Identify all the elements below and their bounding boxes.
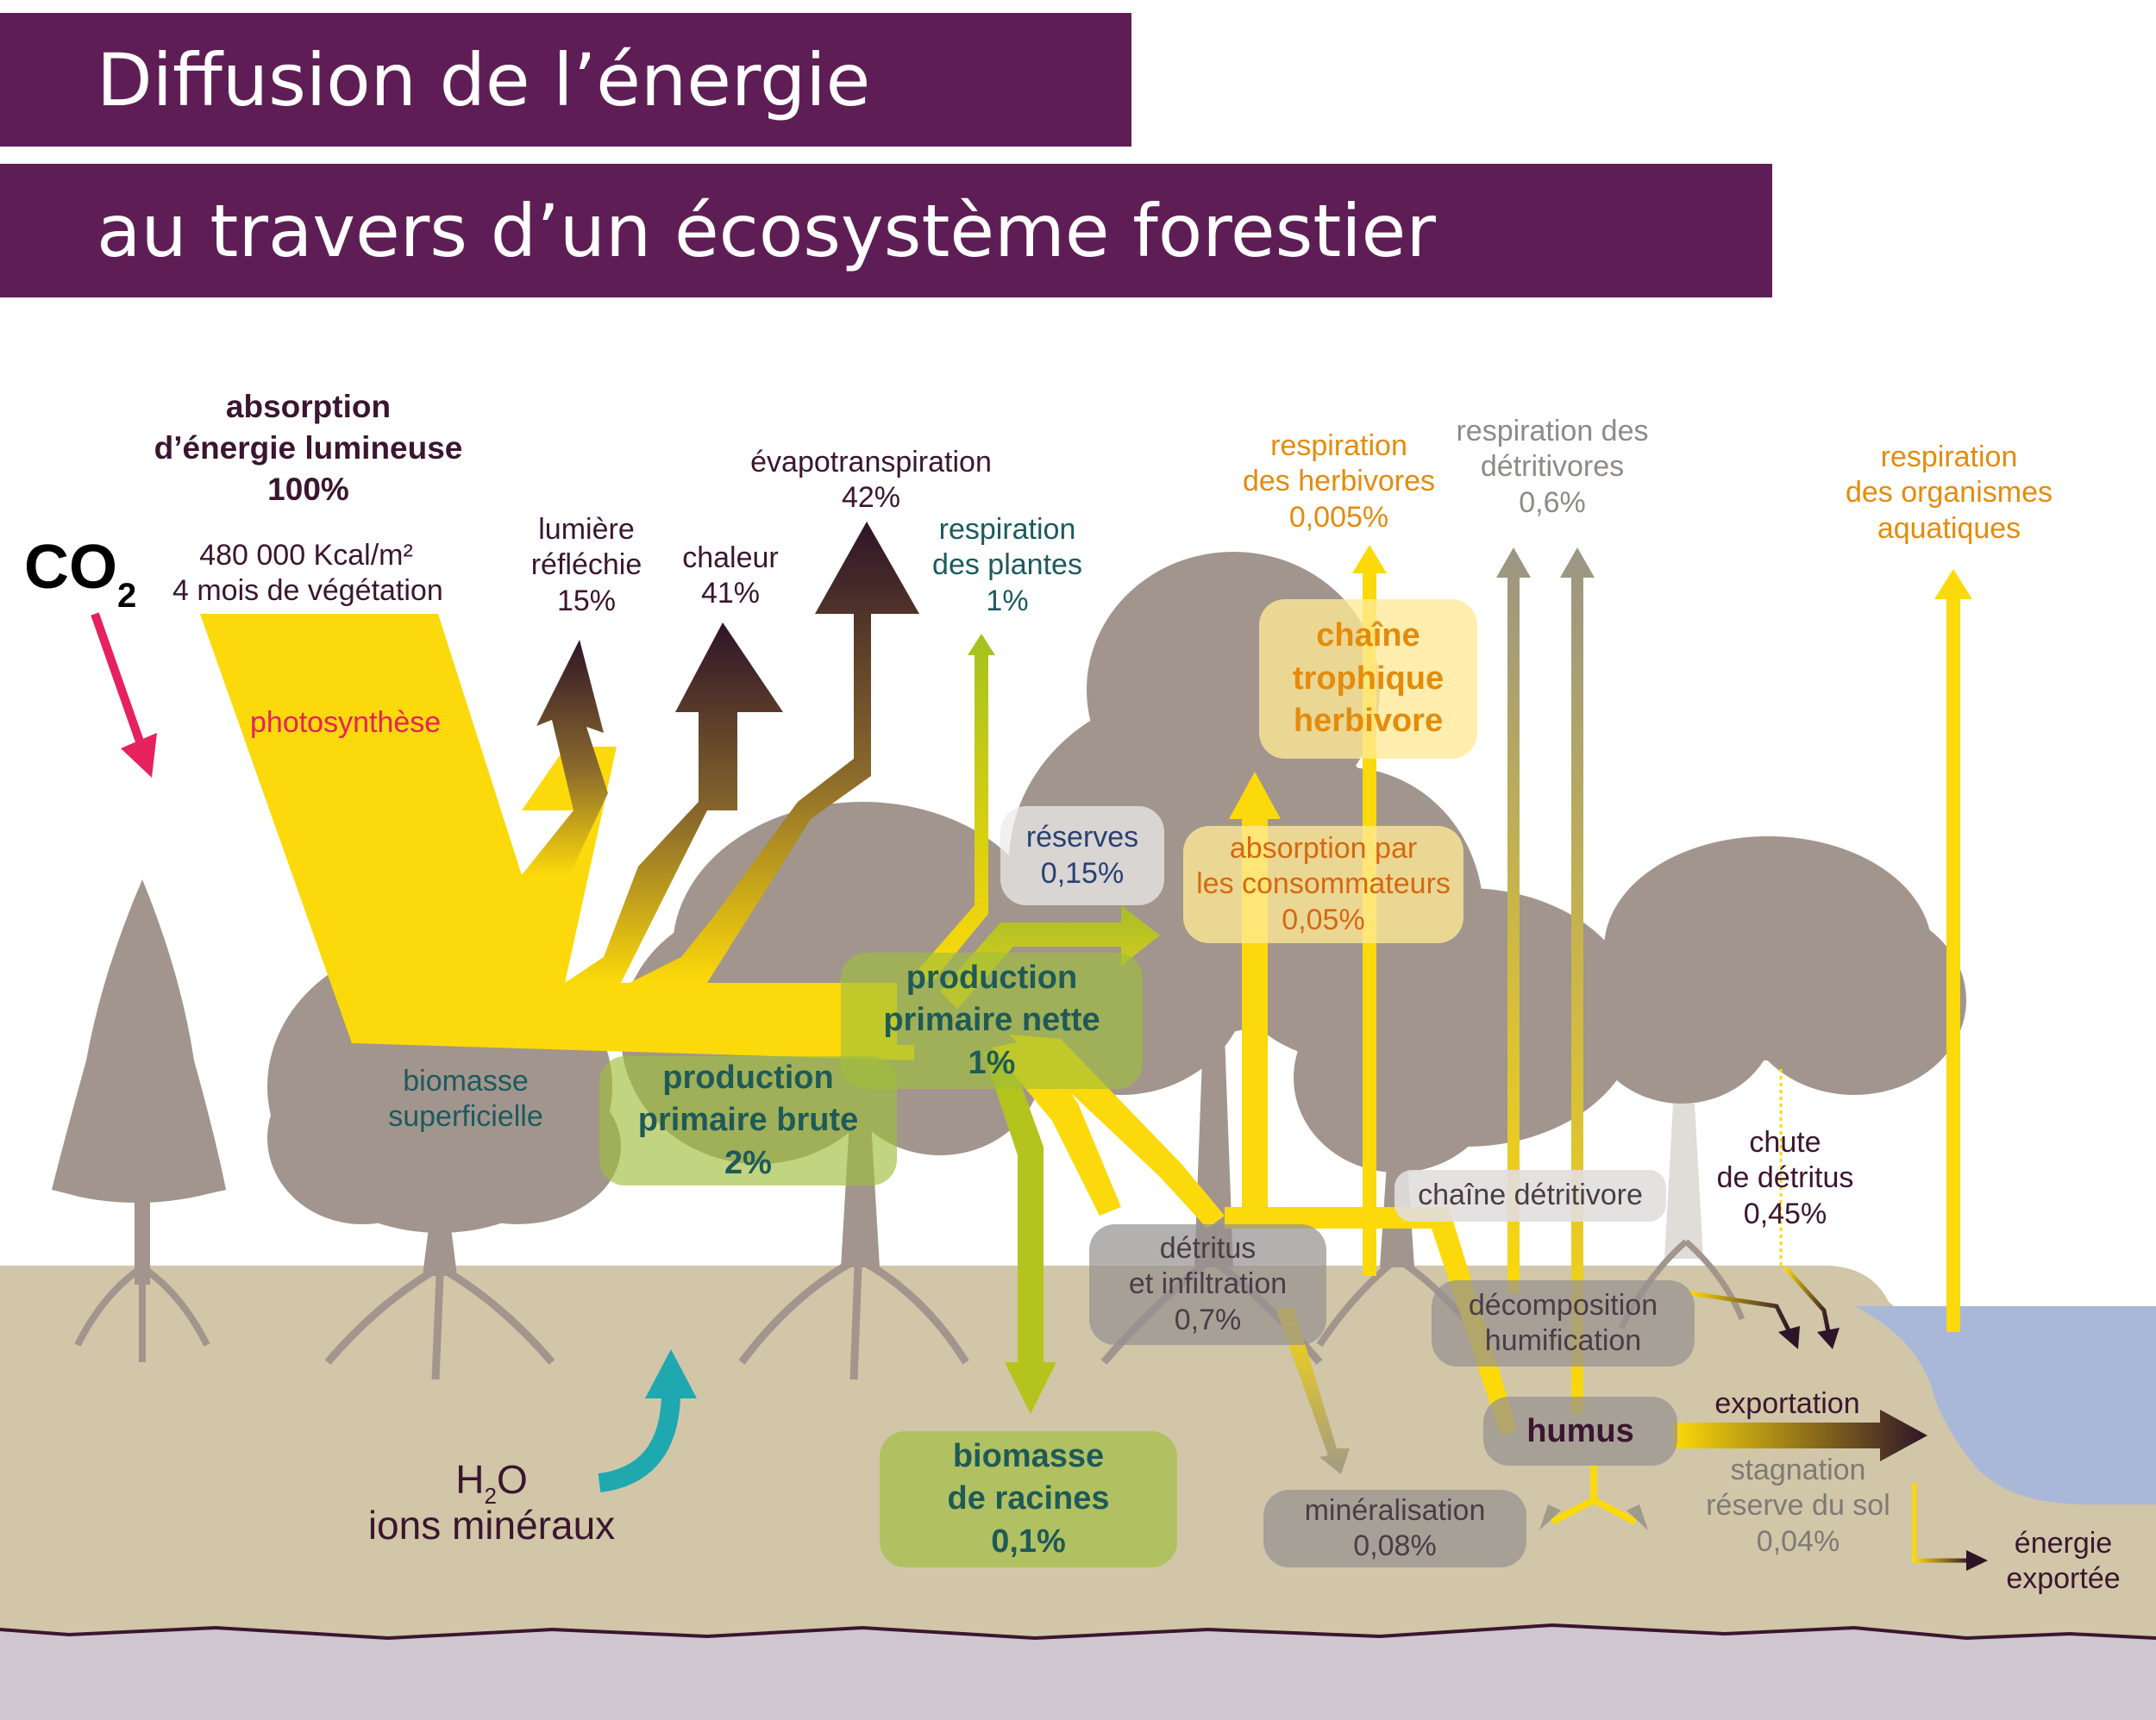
- heat-arrow: [565, 622, 783, 983]
- aquatic-respiration-arrow: [1934, 569, 1972, 1332]
- chaine-detritivore-box: chaîne détritivore: [1395, 1170, 1666, 1222]
- co2-label: CO2: [24, 533, 137, 615]
- co2-arrow: [91, 612, 157, 778]
- detritivore-respiration-arrow-2: [1560, 547, 1595, 1414]
- exportation-label: exportation: [1714, 1387, 1860, 1420]
- reserves-arrow: [940, 905, 1160, 1009]
- humus-split-arrows: [1551, 1466, 1637, 1525]
- detritivore-respiration-arrow-1: [1496, 547, 1531, 1293]
- photosynthese-label: photosynthèse: [250, 706, 442, 739]
- title-line-2: au travers d’un écosystème forestier: [97, 189, 1436, 273]
- tree-conifer: [52, 879, 226, 1362]
- soil-bottom-edge: [0, 1623, 2156, 1641]
- water-body: [1854, 1306, 2156, 1504]
- energie-exportee-arrow: [1912, 1483, 1971, 1563]
- h2o-label: H2O ions minéraux: [367, 1457, 616, 1548]
- tree-broadleaf-4: [1294, 888, 1639, 1348]
- mineralisation-arrow: [1276, 1306, 1350, 1474]
- tree-broadleaf-5: [1587, 836, 1966, 1329]
- absorption-label: absorption d’énergie lumineuse 100%: [154, 389, 463, 508]
- plant-respiration-arrow: [914, 634, 995, 983]
- detritus-horizontal-flow: [1225, 1207, 1518, 1435]
- roots-arrow: [983, 1052, 1056, 1414]
- evapotranspiration-arrow: [630, 522, 919, 983]
- humus-box: humus: [1483, 1397, 1677, 1466]
- reflected-light-arrow: [522, 640, 608, 875]
- kcal-label: 480 000 Kcal/m² 4 mois de végétation: [172, 539, 443, 608]
- title-line-1: Diffusion de l’énergie: [97, 38, 871, 122]
- title-banner-2: au travers d’un écosystème forestier: [0, 164, 1772, 297]
- h2o-arrow: [598, 1349, 697, 1492]
- exportation-arrow: [1673, 1410, 1927, 1461]
- title-banner-1: Diffusion de l’énergie: [0, 13, 1131, 147]
